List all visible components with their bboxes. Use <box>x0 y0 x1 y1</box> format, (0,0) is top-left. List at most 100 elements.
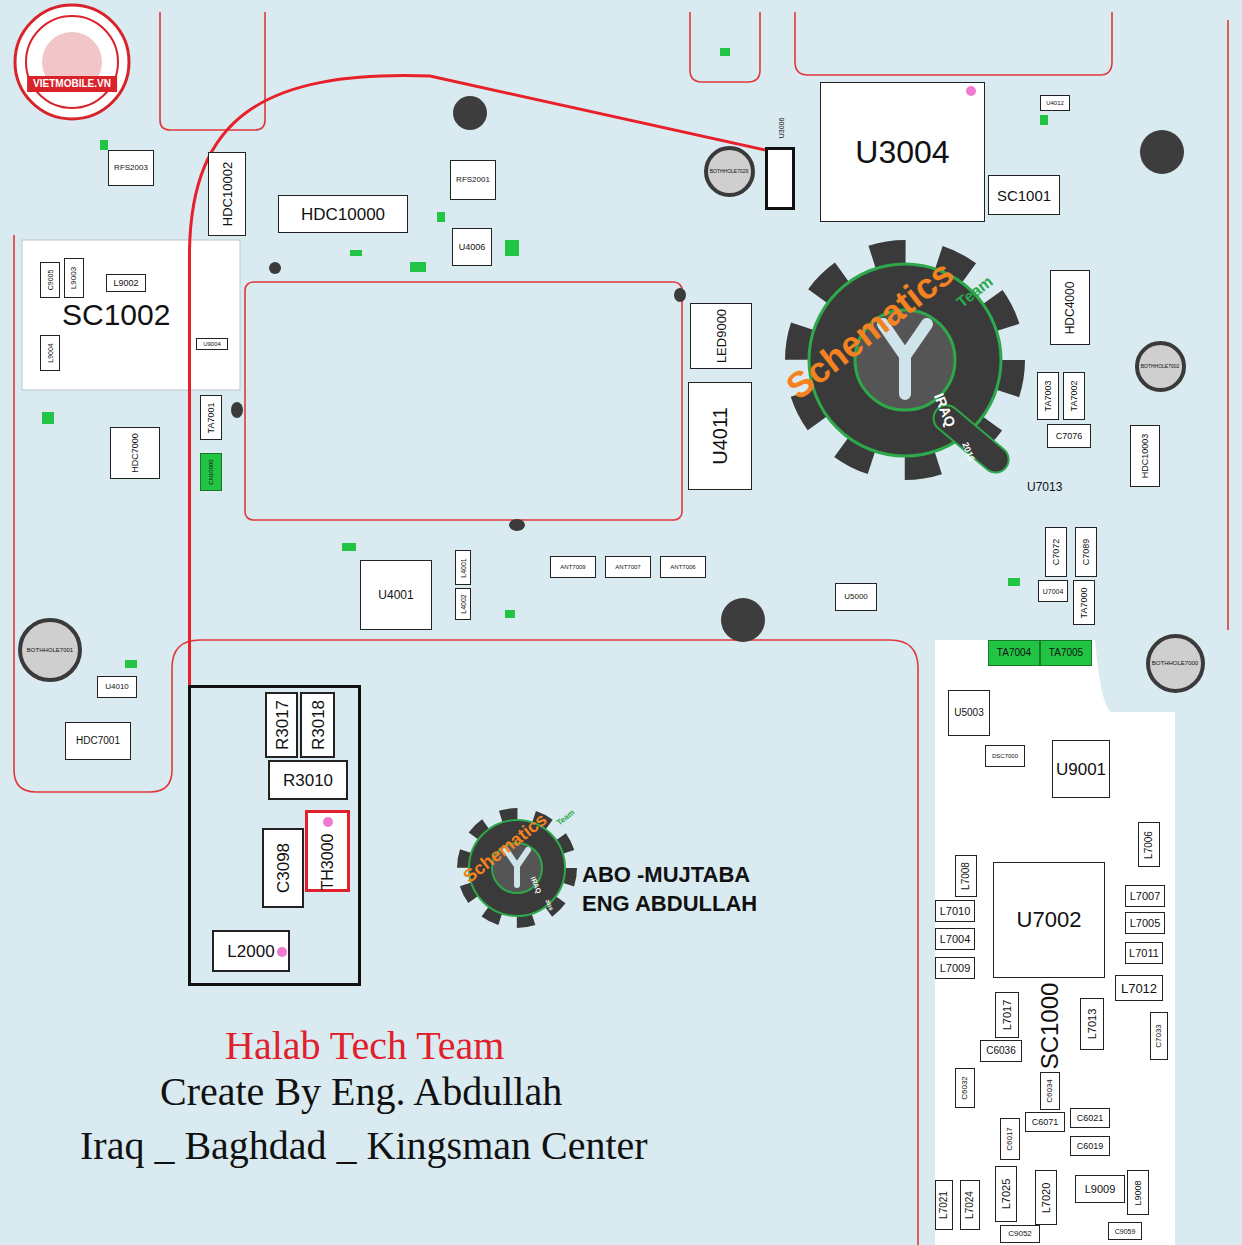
part-label: L7007 <box>1130 891 1161 902</box>
part-label: U4012 <box>1046 100 1064 106</box>
component-box: L2000 <box>212 930 290 972</box>
green-pad <box>505 240 519 256</box>
part-label: RFS2003 <box>114 164 148 172</box>
component-box: L9004 <box>40 335 60 371</box>
part-label: L7004 <box>940 934 971 945</box>
component-box: C6021 <box>1070 1108 1110 1128</box>
component-box: HDC10002 <box>208 152 246 236</box>
part-label: C6034 <box>1046 1079 1054 1103</box>
component-box: U9004 <box>196 338 228 350</box>
part-label: TA7002 <box>1070 381 1079 412</box>
component-box: U4011 <box>688 382 752 490</box>
part-label: TA7004 <box>997 648 1031 658</box>
component-box: C7076 <box>1047 424 1091 448</box>
part-label: C7072 <box>1052 539 1061 566</box>
part-label: DSC7000 <box>992 753 1018 759</box>
part-label: HDC10003 <box>1141 434 1150 479</box>
part-label: LED9000 <box>715 309 728 363</box>
part-label: C7033 <box>1155 1024 1163 1048</box>
component-box: RFS2003 <box>108 150 154 186</box>
green-pad <box>720 48 730 56</box>
part-label: BOTHHOLE7000 <box>1152 660 1198 666</box>
part-label: TH3000 <box>320 834 336 891</box>
component-box: C9052 <box>1000 1225 1040 1243</box>
shield-area <box>935 640 1175 1245</box>
text-label: SC1002 <box>62 300 170 330</box>
part-label: C9059 <box>1115 1228 1136 1235</box>
part-label: L7013 <box>1087 1009 1098 1040</box>
component-box: C6032 <box>955 1068 975 1108</box>
part-label: C7089 <box>1082 539 1091 566</box>
part-label: L9003 <box>70 267 78 289</box>
board-outline <box>690 12 760 82</box>
part-label: HDC10002 <box>221 162 234 226</box>
component-box: SC1001 <box>988 175 1060 215</box>
screw-hole <box>721 598 765 642</box>
part-label: C9052 <box>1008 1230 1032 1238</box>
component-box: ANT7007 <box>605 556 651 578</box>
green-pad <box>1040 115 1048 125</box>
part-label: C7076 <box>1056 432 1083 441</box>
component-box: L9003 <box>64 258 84 298</box>
component-box: R3010 <box>268 760 348 800</box>
component-box: R3018 <box>300 692 335 758</box>
part-label: TA7001 <box>207 402 216 433</box>
component-box: C6071 <box>1025 1112 1065 1132</box>
component-box: L9008 <box>1127 1170 1149 1215</box>
part-label: U3004 <box>855 136 949 168</box>
component-box: LED9000 <box>690 303 752 369</box>
part-label: L7012 <box>1121 982 1157 995</box>
part-label: L4001 <box>460 558 467 577</box>
green-pad <box>125 660 137 668</box>
text-label: Create By Eng. Abdullah <box>160 1072 562 1112</box>
board-outline <box>14 12 1228 1245</box>
green-pad <box>1008 578 1020 586</box>
outline-nub <box>231 402 243 418</box>
part-label: HDC7000 <box>131 433 140 473</box>
text-label: VIETMOBILE.VN <box>27 76 117 92</box>
part-label: TA7003 <box>1044 381 1053 412</box>
part-label: L4002 <box>460 594 467 613</box>
part-label: HDC4000 <box>1064 281 1076 334</box>
component-box: L7007 <box>1125 885 1165 907</box>
part-label: U5003 <box>954 708 983 718</box>
component-box: L9002 <box>106 274 146 292</box>
part-label: L9008 <box>1134 1180 1143 1205</box>
component-box: ANT7009 <box>550 556 596 578</box>
component-box: C6017 <box>1000 1118 1020 1160</box>
board-outline <box>795 12 1112 75</box>
green-component: TA7004 <box>988 640 1040 666</box>
board-outline <box>14 235 918 1245</box>
board-outline <box>1227 20 1229 630</box>
part-label: U4010 <box>105 683 129 691</box>
part-label: BOTHHOLE7029 <box>710 169 749 174</box>
part-label: L9002 <box>113 279 138 288</box>
component-box: TA7001 <box>200 395 222 440</box>
part-label: TA7000 <box>1080 587 1089 618</box>
component-box: TA7000 <box>1073 580 1095 625</box>
trace-line <box>190 76 766 685</box>
text-label: 2016 <box>960 441 976 463</box>
outline-nub <box>269 262 281 274</box>
green-component: CN10000 <box>200 453 222 491</box>
green-pad <box>350 250 362 256</box>
outline-nub <box>674 288 686 302</box>
text-label: Schematics <box>780 254 960 406</box>
component-box: L7017 <box>995 992 1019 1038</box>
text-label: Halab Tech Team <box>225 1026 504 1066</box>
screw-hole <box>453 96 1184 642</box>
green-component: TA7005 <box>1040 640 1092 666</box>
board-outline <box>160 12 265 130</box>
component-box: U4012 <box>1040 95 1070 111</box>
part-label: L9009 <box>1085 1184 1116 1195</box>
part-label: R3018 <box>309 700 326 750</box>
green-pad <box>505 610 515 618</box>
part-label: U4011 <box>710 407 730 464</box>
part-label: L7017 <box>1002 1000 1013 1031</box>
text-label: Iraq _ Baghdad _ Kingsman Center <box>80 1126 648 1166</box>
part-label: L7005 <box>1130 918 1161 929</box>
text-label: Team <box>556 809 577 828</box>
component-box: U3004 <box>820 82 985 222</box>
part-label: U9001 <box>1056 761 1106 778</box>
